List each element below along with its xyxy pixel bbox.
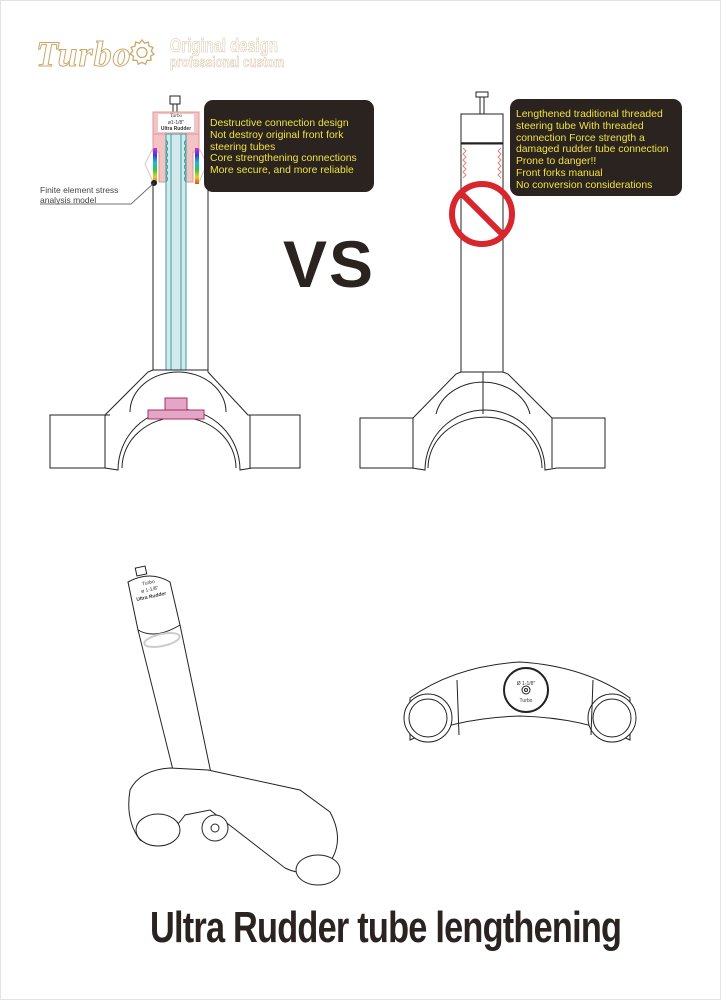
callout-line: Front forks manual: [516, 167, 603, 179]
cap-brand: Turbo: [170, 114, 182, 119]
callout-traditional-drawbacks: Lengthened traditional threaded steering…: [510, 99, 682, 196]
callout-line: connection Force strength a: [516, 132, 645, 144]
bottom-size-label: Ø 1-1/8": [516, 681, 536, 687]
fea-annotation-line2: analysis model: [40, 195, 97, 205]
perspective-view: [127, 565, 341, 886]
callout-line: damaged rudder tube connection: [516, 144, 669, 156]
gear-icon: [129, 38, 155, 66]
callout-line: More secure, and more reliable: [210, 165, 354, 177]
callout-line: Not destroy original front fork: [210, 129, 344, 141]
tagline-original-design: Original design: [170, 36, 278, 58]
turbo-logo: Turbo: [36, 34, 132, 75]
tagline-professional-custom: professional custom: [170, 54, 285, 72]
fea-annotation-line1: Finite element stress: [40, 185, 119, 195]
callout-ultra-rudder-benefits: Destructive connection design Not destro…: [204, 100, 374, 192]
callout-line: steering tube With threaded: [516, 120, 644, 132]
callout-line: Prone to danger!!: [516, 156, 597, 168]
cap-label: Turbo ø1-1/8" Ultra Rudder: [158, 114, 194, 132]
cap-size: ø1-1/8": [167, 120, 185, 126]
callout-line: No conversion considerations: [516, 179, 653, 191]
bottom-brand-label: Turbo: [519, 698, 533, 704]
bottom-view: [403, 661, 637, 743]
callout-line: Core strengthening connections: [210, 153, 357, 165]
vs-label: VS: [283, 227, 376, 301]
callout-line: Lengthened traditional threaded: [516, 109, 663, 120]
callout-line: steering tubes: [210, 141, 276, 153]
right-steerer-diagram: [359, 91, 606, 471]
callout-line: Destructive connection design: [210, 118, 349, 129]
bottom-cap-label: Ø 1-1/8" Turbo: [506, 676, 546, 710]
fea-annotation: Finite element stress analysis model: [40, 185, 118, 205]
prohibited-icon: [449, 181, 515, 247]
left-steerer-diagram: [40, 95, 301, 471]
cap-name: Ultra Rudder: [160, 126, 192, 132]
footer-title: Ultra Rudder tube lengthening: [150, 903, 622, 952]
